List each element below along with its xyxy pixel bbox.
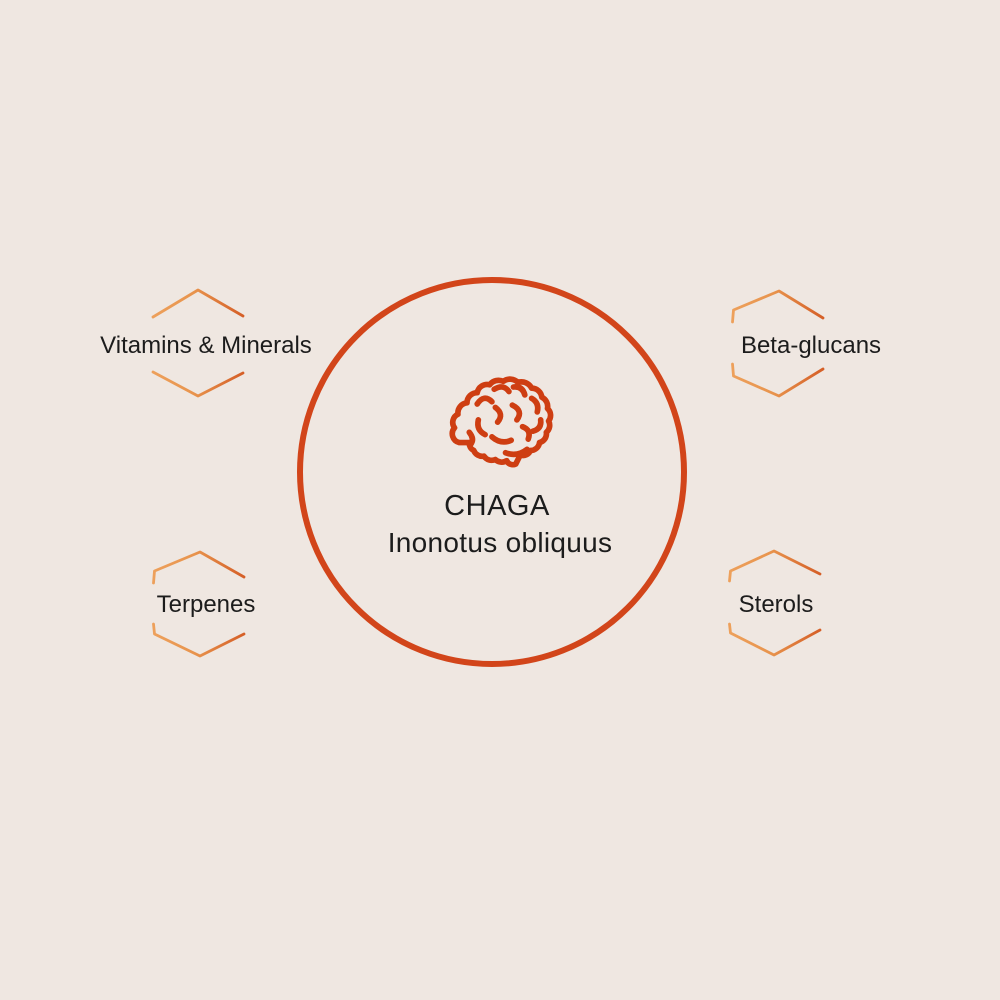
center-subtitle: Inonotus obliquus <box>387 527 613 558</box>
hex-bracket-bottom-icon <box>731 362 825 398</box>
label-beta-glucans: Beta-glucans <box>740 332 882 359</box>
center-title: CHAGA <box>444 490 550 522</box>
hex-bracket-bottom-icon <box>152 622 246 658</box>
label-vitamins-minerals: Vitamins & Minerals <box>100 332 312 359</box>
chevron-down-icon <box>151 370 245 398</box>
brain-icon <box>449 376 554 468</box>
hex-bracket-top-icon <box>152 550 246 585</box>
hex-bracket-top-icon <box>731 289 825 324</box>
hex-bracket-bottom-icon <box>728 622 822 657</box>
central-circle <box>297 277 687 667</box>
label-sterols: Sterols <box>738 591 814 618</box>
hex-bracket-top-icon <box>728 549 822 583</box>
chevron-up-icon <box>151 288 245 319</box>
label-terpenes: Terpenes <box>156 591 256 618</box>
